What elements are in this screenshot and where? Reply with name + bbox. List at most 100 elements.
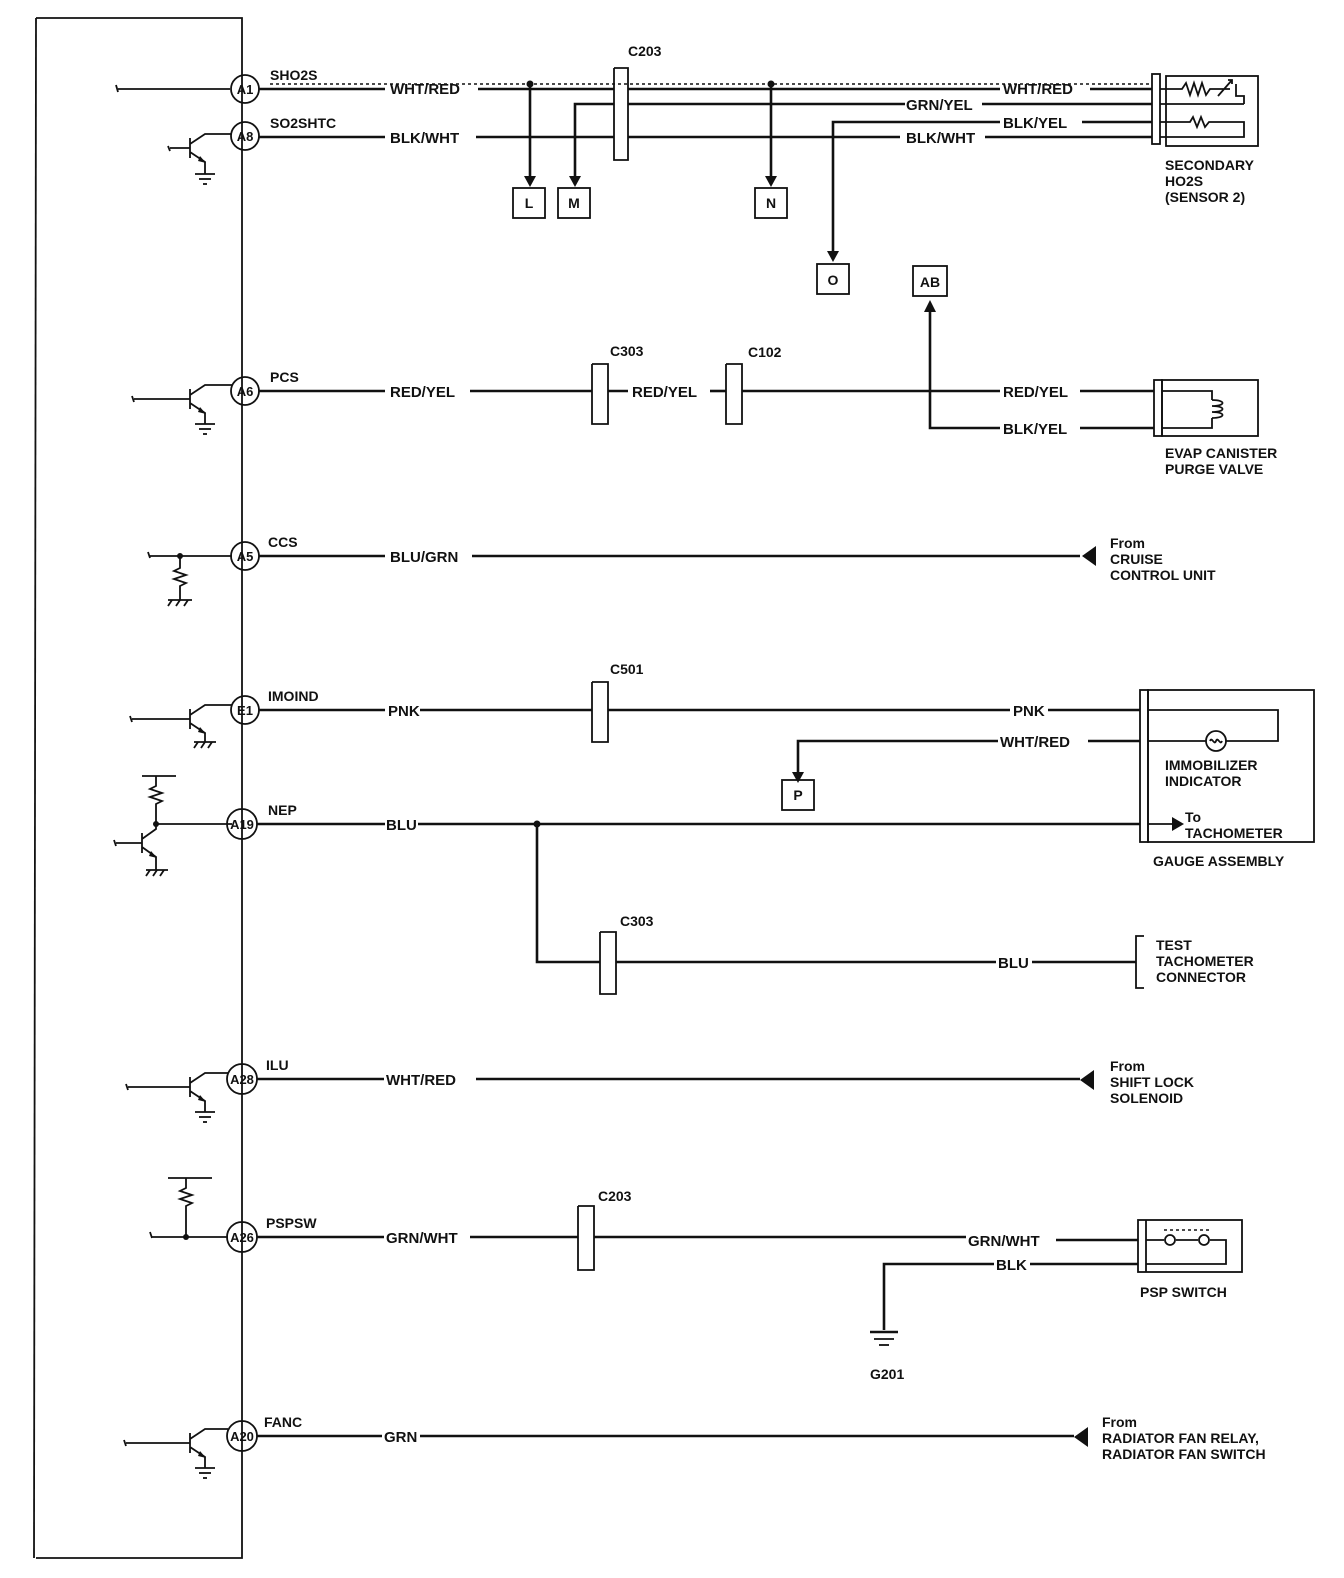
- connector-c303-label-b: C303: [620, 913, 654, 929]
- test-tach-label-1: TEST: [1156, 937, 1192, 953]
- wire-a8-blk-wht: BLK/WHT: [390, 130, 459, 147]
- signal-fanc: FANC: [264, 1414, 302, 1430]
- immobilizer-label-1: IMMOBILIZER: [1165, 757, 1258, 773]
- cruise-label-2: CRUISE: [1110, 551, 1163, 567]
- ref-l: L: [525, 195, 534, 211]
- ho2s-label-1: SECONDARY: [1165, 157, 1255, 173]
- connector-c303-label-a: C303: [610, 343, 644, 359]
- ho2s-label-3: (SENSOR 2): [1165, 189, 1245, 205]
- signal-nep: NEP: [268, 802, 297, 818]
- pin-a1-label: A1: [237, 82, 254, 97]
- wire-gauge-pnk: PNK: [1013, 703, 1045, 720]
- ref-box-p: [781, 779, 815, 811]
- wire-a1-wht-red: WHT/RED: [390, 81, 460, 98]
- ref-box-ab: [912, 265, 948, 297]
- ref-p: P: [793, 787, 802, 803]
- test-tach-label-2: TACHOMETER: [1156, 953, 1254, 969]
- to-tach-label-2: TACHOMETER: [1185, 825, 1283, 841]
- shift-lock-label-3: SOLENOID: [1110, 1090, 1183, 1106]
- row-a1-sho2s: A1 SHO2S WHT/RED WHT/RED: [115, 67, 1152, 187]
- cruise-label-3: CONTROL UNIT: [1110, 567, 1216, 583]
- signal-pspsw: PSPSW: [266, 1215, 317, 1231]
- row-e1-imoind: E1 IMOIND PNK PNK C501 WHT/RED P: [129, 661, 1140, 811]
- arrow-from-shift-lock: [1080, 1070, 1094, 1090]
- connector-c102-label: C102: [748, 344, 782, 360]
- pin-a6-label: A6: [237, 384, 254, 399]
- pin-a26-label: A26: [230, 1230, 254, 1245]
- wire-evap-blk-yel: BLK/YEL: [1003, 421, 1067, 438]
- wire-gauge-wht-red: WHT/RED: [1000, 734, 1070, 751]
- evap-label-2: PURGE VALVE: [1165, 461, 1263, 477]
- evap-label-1: EVAP CANISTER: [1165, 445, 1277, 461]
- ref-boxes-top: L M N O AB: [512, 187, 948, 297]
- row-a28-ilu: A28 ILU WHT/RED From SHIFT LOCK SOLENOID: [125, 1057, 1194, 1123]
- pin-a19-label: A19: [230, 817, 254, 832]
- wire-sensor-wht-red: WHT/RED: [1003, 81, 1073, 98]
- signal-so2shtc: SO2SHTC: [270, 115, 336, 131]
- row-grn-yel: GRN/YEL: [569, 97, 1152, 187]
- wire-psp-grn-wht: GRN/WHT: [968, 1233, 1040, 1250]
- wire-nep-blu: BLU: [386, 817, 417, 834]
- fan-label-1: From: [1102, 1414, 1137, 1430]
- connector-c203-label: C203: [628, 43, 662, 59]
- connector-c102: [725, 363, 743, 425]
- wire-pspsw-grn-wht: GRN/WHT: [386, 1230, 458, 1247]
- wire-blu-grn: BLU/GRN: [390, 549, 458, 566]
- row-a8-so2shtc: A8 SO2SHTC BLK/WHT BLK/WHT BLK/YEL: [167, 115, 1152, 262]
- arrow-from-cruise: [1082, 546, 1096, 566]
- row-a5-ccs: A5 CCS BLU/GRN From CRUISE CONTROL UNIT: [147, 534, 1216, 607]
- psp-switch: PSP SWITCH: [1137, 1219, 1243, 1300]
- ref-box-m: [557, 187, 591, 219]
- wire-grn-yel: GRN/YEL: [906, 97, 973, 114]
- fan-label-2: RADIATOR FAN RELAY,: [1102, 1430, 1259, 1446]
- to-tach-label-1: To: [1185, 809, 1201, 825]
- wire-evap-red-yel: RED/YEL: [1003, 384, 1068, 401]
- fan-label-3: RADIATOR FAN SWITCH: [1102, 1446, 1266, 1462]
- ground-g201: G201: [870, 1366, 904, 1382]
- shift-lock-label-2: SHIFT LOCK: [1110, 1074, 1194, 1090]
- pin-e1-label: E1: [237, 703, 253, 718]
- ref-n: N: [766, 195, 776, 211]
- wire-ilu-wht-red: WHT/RED: [386, 1072, 456, 1089]
- signal-sho2s: SHO2S: [270, 67, 317, 83]
- pin-a8-label: A8: [237, 129, 254, 144]
- wire-sensor-blk-wht: BLK/WHT: [906, 130, 975, 147]
- wire-psp-blk: BLK: [996, 1257, 1027, 1274]
- wire-fanc-grn: GRN: [384, 1429, 417, 1446]
- signal-ilu: ILU: [266, 1057, 289, 1073]
- ref-box-n: [754, 187, 788, 219]
- immobilizer-label-2: INDICATOR: [1165, 773, 1241, 789]
- connector-c203-bottom: [577, 1205, 595, 1271]
- signal-ccs: CCS: [268, 534, 298, 550]
- test-tach-label-3: CONNECTOR: [1156, 969, 1246, 985]
- row-a6-pcs: A6 PCS RED/YEL RED/YEL RED/YEL BLK/YEL C…: [131, 300, 1154, 438]
- secondary-ho2s: SECONDARY HO2S (SENSOR 2): [1151, 73, 1259, 205]
- psp-switch-label: PSP SWITCH: [1140, 1284, 1227, 1300]
- ref-o: O: [828, 272, 839, 288]
- gauge-assembly: IMMOBILIZER INDICATOR To TACHOMETER GAUG…: [1139, 689, 1315, 869]
- wire-pcs-red-yel: RED/YEL: [390, 384, 455, 401]
- wire-test-tach-blu: BLU: [998, 955, 1029, 972]
- ecm-outline: [33, 17, 243, 1559]
- signal-imoind: IMOIND: [268, 688, 319, 704]
- pin-a5-label: A5: [237, 549, 254, 564]
- ref-m: M: [568, 195, 580, 211]
- connector-c501-label: C501: [610, 661, 644, 677]
- cruise-label-1: From: [1110, 535, 1145, 551]
- wire-blk-yel-heater: BLK/YEL: [1003, 115, 1067, 132]
- wire-c303-red-yel: RED/YEL: [632, 384, 697, 401]
- test-tachometer-connector: TEST TACHOMETER CONNECTOR: [1135, 935, 1254, 989]
- row-a26-pspsw: A26 PSPSW GRN/WHT GRN/WHT C203 BLK G201: [149, 1177, 1138, 1382]
- ref-box-l: [512, 187, 546, 219]
- row-a19-nep: A19 NEP BLU BLU C303: [113, 775, 1140, 995]
- arrow-from-radiator-fan: [1074, 1427, 1088, 1447]
- signal-pcs: PCS: [270, 369, 299, 385]
- evap-canister-purge-valve: EVAP CANISTER PURGE VALVE: [1153, 379, 1277, 477]
- wire-imoind-pnk: PNK: [388, 703, 420, 720]
- connector-c203-label-bottom: C203: [598, 1188, 632, 1204]
- gauge-assembly-label: GAUGE ASSEMBLY: [1153, 853, 1285, 869]
- ho2s-label-2: HO2S: [1165, 173, 1203, 189]
- ref-ab: AB: [920, 274, 940, 290]
- ref-box-o: [816, 263, 850, 295]
